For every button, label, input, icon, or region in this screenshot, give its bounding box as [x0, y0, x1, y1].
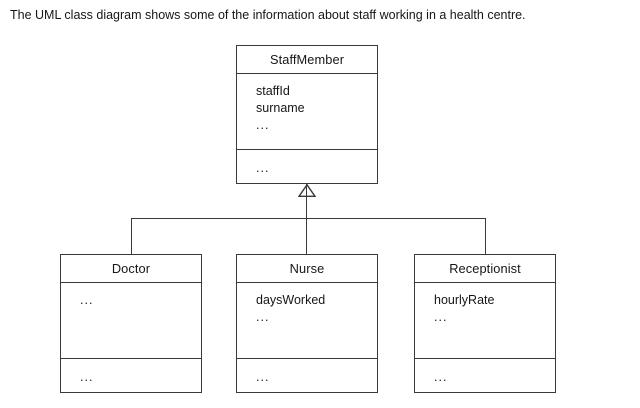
attribute-item: ...	[434, 310, 448, 324]
attribute-item: surname	[256, 101, 305, 115]
attributes-compartment-nurse: daysWorked ...	[237, 283, 377, 358]
class-title-receptionist: Receptionist	[415, 255, 555, 283]
operation-item: ...	[80, 370, 94, 384]
attribute-item: hourlyRate	[434, 293, 495, 307]
diagram-caption: The UML class diagram shows some of the …	[10, 8, 526, 22]
operation-item: ...	[256, 370, 270, 384]
operations-compartment-staffmember: ...	[237, 149, 377, 183]
uml-class-doctor: Doctor ... ...	[60, 254, 202, 393]
attribute-item: staffId	[256, 84, 290, 98]
generalization-stem-line	[306, 184, 308, 219]
attributes-compartment-receptionist: hourlyRate ...	[415, 283, 555, 358]
operations-compartment-receptionist: ...	[415, 358, 555, 392]
operations-compartment-doctor: ...	[61, 358, 201, 392]
attributes-compartment-staffmember: staffId surname ...	[237, 74, 377, 149]
class-title-doctor: Doctor	[61, 255, 201, 283]
uml-class-receptionist: Receptionist hourlyRate ... ...	[414, 254, 556, 393]
class-title-staffmember: StaffMember	[237, 46, 377, 74]
uml-class-staffmember: StaffMember staffId surname ... ...	[236, 45, 378, 184]
uml-class-nurse: Nurse daysWorked ... ...	[236, 254, 378, 393]
operation-item: ...	[256, 161, 270, 175]
attributes-compartment-doctor: ...	[61, 283, 201, 358]
attribute-item: ...	[80, 293, 94, 307]
attribute-item: ...	[256, 118, 270, 132]
generalization-branch-nurse	[306, 218, 308, 254]
generalization-branch-receptionist	[485, 218, 487, 254]
operations-compartment-nurse: ...	[237, 358, 377, 392]
class-title-nurse: Nurse	[237, 255, 377, 283]
operation-item: ...	[434, 370, 448, 384]
generalization-bus-line	[131, 218, 486, 220]
attribute-item: daysWorked	[256, 293, 326, 307]
attribute-item: ...	[256, 310, 270, 324]
generalization-branch-doctor	[131, 218, 133, 254]
